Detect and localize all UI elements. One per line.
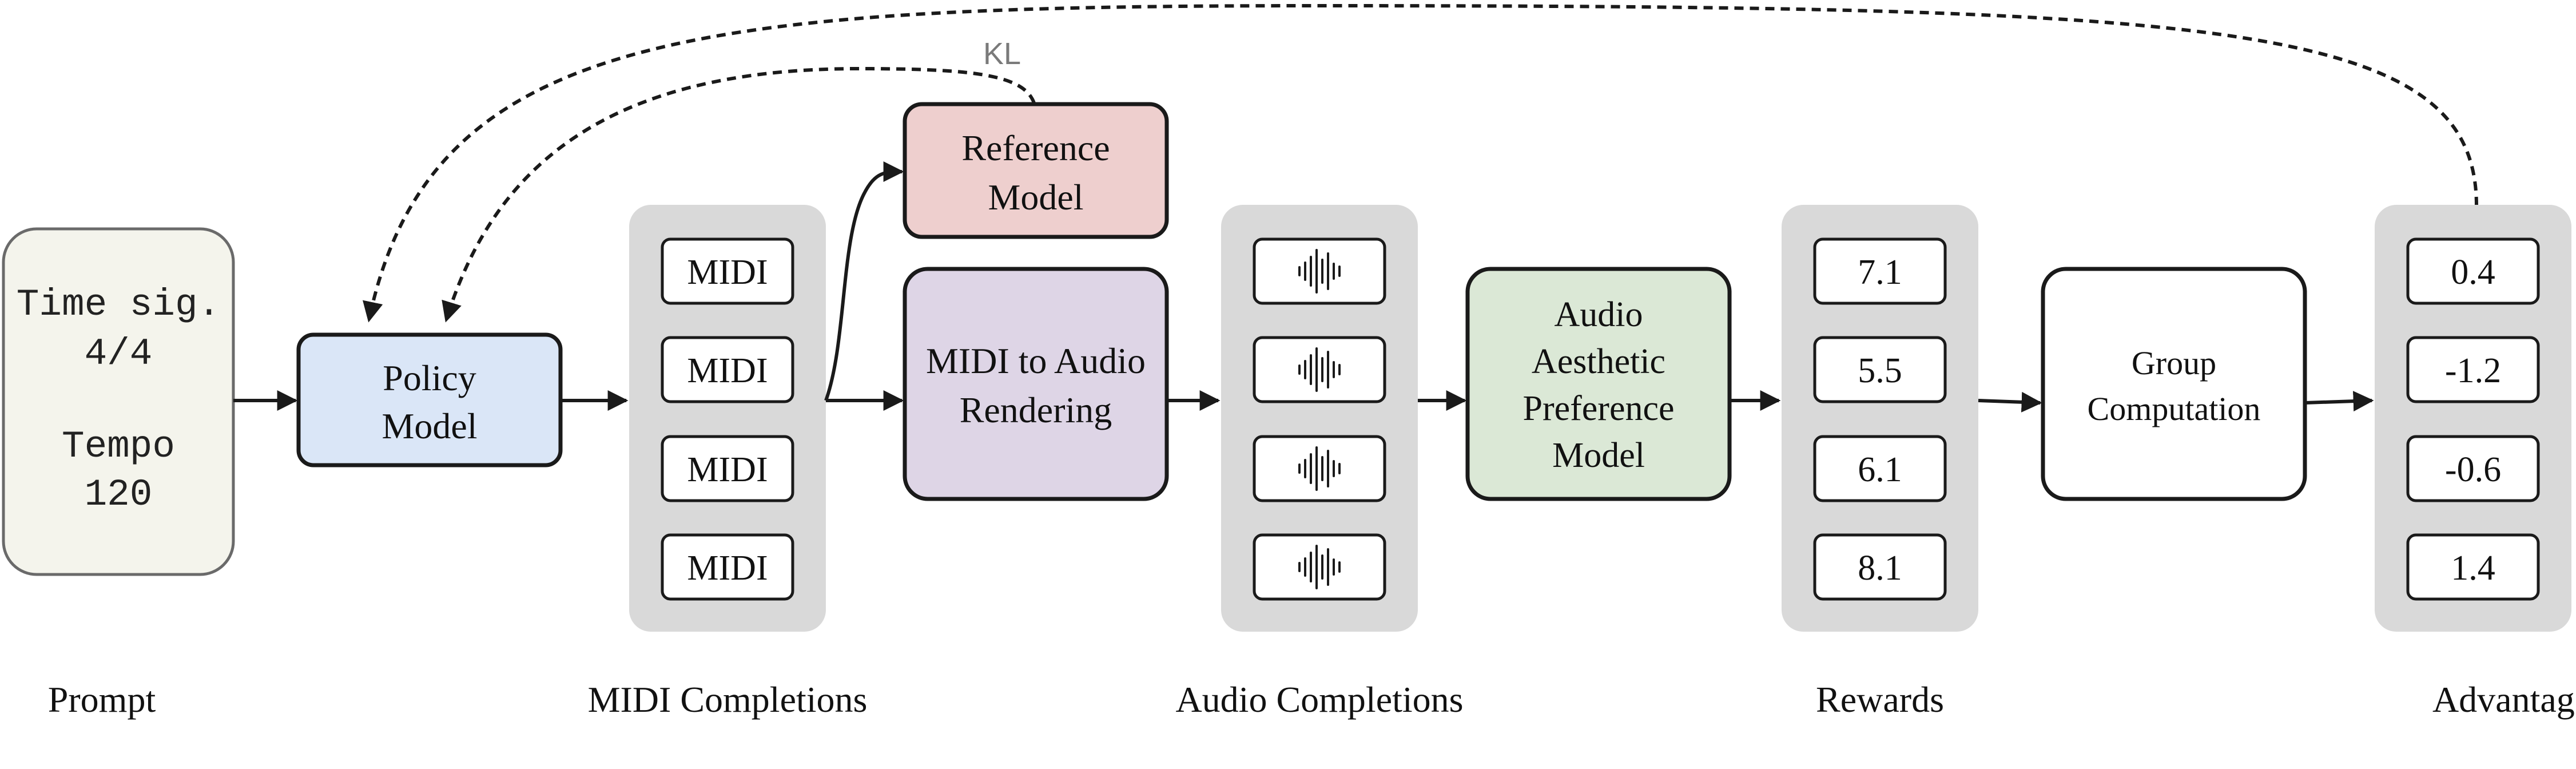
audio-slot-4 bbox=[1253, 533, 1386, 601]
group-computation-line1: Group bbox=[2132, 344, 2216, 382]
caption-advantages: Advantages bbox=[2432, 679, 2576, 720]
reward-slot-1 bbox=[1813, 237, 1947, 305]
midi-slot-1-label: MIDI bbox=[687, 253, 768, 292]
caption-rewards: Rewards bbox=[1816, 679, 1944, 720]
advantage-value-4: 1.4 bbox=[2451, 549, 2495, 588]
caption-prompt: Prompt bbox=[48, 679, 156, 720]
midi-completions-group: MIDI MIDI MIDI MIDI bbox=[629, 205, 826, 632]
reward-value-2: 5.5 bbox=[1858, 351, 1902, 390]
rewards-group: 7.1 5.5 6.1 8.1 bbox=[1782, 205, 1978, 632]
midi-slot-3 bbox=[661, 435, 794, 502]
midi-slot-2-label: MIDI bbox=[687, 351, 768, 390]
midi-to-audio-line2: Rendering bbox=[960, 390, 1112, 430]
waveform-icon bbox=[1298, 347, 1341, 392]
policy-model-box: Policy Model bbox=[296, 332, 563, 467]
reference-model-box: Reference Model bbox=[903, 102, 1169, 239]
midi-to-audio-box: MIDI to Audio Rendering bbox=[903, 267, 1169, 501]
aesthetic-model-line2: Aesthetic bbox=[1532, 342, 1665, 381]
waveform-icon bbox=[1298, 446, 1341, 491]
rewards-background bbox=[1782, 205, 1978, 632]
audio-slot-3 bbox=[1253, 435, 1386, 502]
reward-slot-4 bbox=[1813, 533, 1947, 601]
midi-completions-background bbox=[629, 205, 826, 632]
midi-slot-4-label: MIDI bbox=[687, 549, 768, 588]
advantage-value-1: 0.4 bbox=[2451, 253, 2495, 292]
reward-value-1: 7.1 bbox=[1858, 253, 1902, 292]
aesthetic-model-shape bbox=[1465, 267, 1732, 501]
aesthetic-model-line3: Preference bbox=[1522, 389, 1674, 428]
advantage-value-2: -1.2 bbox=[2445, 351, 2501, 390]
midi-slot-4 bbox=[661, 533, 794, 601]
edge-midi-to-reference bbox=[824, 161, 904, 402]
prompt-tempo-label: Tempo bbox=[62, 425, 175, 468]
reference-model-line1: Reference bbox=[961, 128, 1110, 168]
advantage-slot-3 bbox=[2406, 435, 2540, 502]
kl-label: KL bbox=[983, 37, 1021, 71]
waveform-icon bbox=[1298, 545, 1341, 589]
policy-model-line2: Model bbox=[381, 406, 477, 446]
reward-slot-2 bbox=[1813, 336, 1947, 403]
prompt-time-sig-value: 4/4 bbox=[85, 332, 153, 375]
edge-rewards-to-group bbox=[1978, 391, 2042, 413]
midi-slot-2 bbox=[661, 336, 794, 403]
prompt-box-shape bbox=[2, 227, 235, 576]
aesthetic-model-line4: Model bbox=[1552, 436, 1645, 475]
prompt-box: Time sig. 4/4 Tempo 120 bbox=[2, 227, 235, 576]
advantage-slot-2 bbox=[2406, 336, 2540, 403]
aesthetic-model-box: Audio Aesthetic Preference Model bbox=[1465, 267, 1732, 501]
advantage-slot-1 bbox=[2406, 237, 2540, 305]
audio-slot-2 bbox=[1253, 336, 1386, 403]
reference-model-line2: Model bbox=[988, 177, 1083, 217]
reward-value-3: 6.1 bbox=[1858, 450, 1902, 489]
midi-to-audio-shape bbox=[903, 267, 1169, 501]
caption-audio-completions: Audio Completions bbox=[1175, 679, 1463, 720]
audio-slot-1 bbox=[1253, 237, 1386, 305]
audio-completions-group bbox=[1221, 205, 1418, 632]
advantage-value-3: -0.6 bbox=[2445, 450, 2501, 489]
group-computation-line2: Computation bbox=[2088, 390, 2261, 427]
policy-model-line1: Policy bbox=[383, 358, 476, 398]
kl-feedback-edge bbox=[442, 66, 1036, 323]
advantages-feedback-edge bbox=[363, 3, 2478, 323]
aesthetic-model-line1: Audio bbox=[1555, 295, 1643, 334]
advantages-group: 0.4 -1.2 -0.6 1.4 bbox=[2375, 205, 2571, 632]
caption-midi-completions: MIDI Completions bbox=[588, 679, 868, 720]
advantage-slot-4 bbox=[2406, 533, 2540, 601]
group-computation-box: Group Computation bbox=[2041, 267, 2307, 501]
edge-group-to-advantages bbox=[2304, 391, 2374, 412]
reference-model-shape bbox=[903, 102, 1169, 239]
reward-slot-3 bbox=[1813, 435, 1947, 502]
midi-to-audio-line1: MIDI to Audio bbox=[926, 340, 1146, 381]
midi-slot-3-label: MIDI bbox=[687, 450, 768, 489]
reward-value-4: 8.1 bbox=[1858, 549, 1902, 588]
advantages-background bbox=[2375, 205, 2571, 632]
group-computation-shape bbox=[2041, 267, 2307, 501]
prompt-tempo-value: 120 bbox=[85, 473, 153, 516]
prompt-time-sig-label: Time sig. bbox=[17, 283, 220, 326]
audio-completions-background bbox=[1221, 205, 1418, 632]
waveform-icon bbox=[1298, 249, 1341, 294]
midi-slot-1 bbox=[661, 237, 794, 305]
